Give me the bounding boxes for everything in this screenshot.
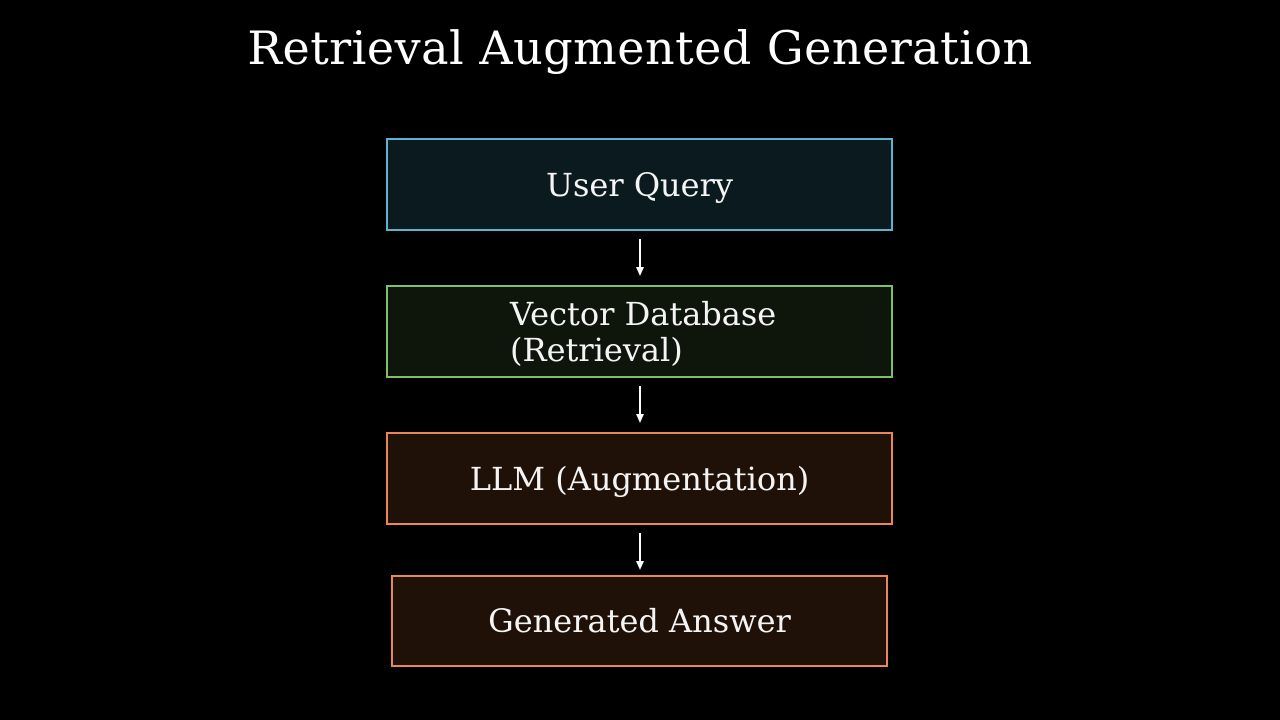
- node-label-line: Vector Database: [510, 294, 777, 333]
- node-label: User Query: [546, 165, 733, 204]
- node-generated-answer: Generated Answer: [391, 575, 888, 667]
- arrow-down-icon: [636, 533, 644, 571]
- node-vector-database: Vector Database (Retrieval): [386, 285, 893, 378]
- node-label: LLM (Augmentation): [469, 459, 810, 498]
- node-label-line: (Retrieval): [510, 330, 683, 369]
- arrow-down-icon: [636, 386, 644, 424]
- node-label: Generated Answer: [488, 602, 791, 640]
- diagram-title: Retrieval Augmented Generation: [247, 21, 1033, 75]
- node-user-query: User Query: [386, 138, 893, 231]
- arrow-down-icon: [636, 239, 644, 277]
- node-label: Vector Database (Retrieval): [510, 296, 776, 368]
- node-llm-augmentation: LLM (Augmentation): [386, 432, 893, 525]
